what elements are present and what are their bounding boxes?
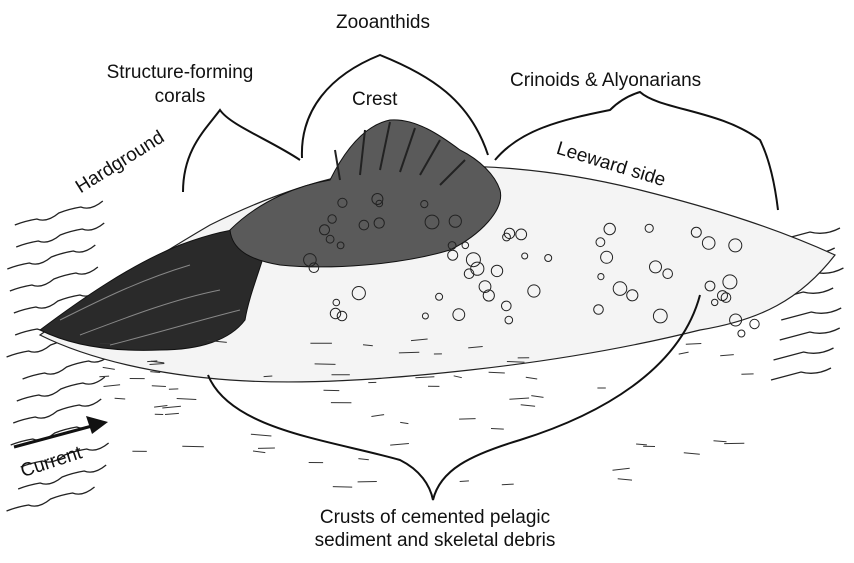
sediment-dash (253, 451, 265, 453)
flow-line (781, 308, 841, 320)
arrow-right-icon (14, 416, 108, 447)
sediment-dash (177, 399, 197, 400)
sediment-dash (720, 355, 734, 356)
sediment-dash (152, 386, 166, 387)
sediment-dash (459, 419, 476, 420)
flow-line (7, 245, 95, 269)
sediment-dash (502, 484, 514, 485)
crusts-label-line2: sediment and skeletal debris (215, 530, 655, 552)
sediment-dash (613, 468, 630, 470)
sediment-dash (399, 352, 419, 353)
sediment-dash (162, 406, 181, 408)
sediment-dash (371, 415, 384, 417)
sediment-dash (686, 344, 702, 345)
sediment-dash (679, 352, 689, 354)
sediment-dash (315, 364, 336, 365)
crusts-label-line1: Crusts of cemented pelagic (215, 507, 655, 529)
sediment-dash (460, 481, 469, 482)
flow-line (17, 377, 105, 401)
sediment-dash (251, 434, 272, 436)
sediment-dash (104, 385, 121, 387)
sediment-dash (182, 446, 204, 447)
flow-line (15, 201, 103, 225)
sediment-dash (531, 396, 543, 398)
sediment-dash (264, 376, 273, 377)
organism-circle (738, 330, 745, 337)
sediment-dash (115, 398, 126, 399)
flow-line (780, 328, 840, 340)
sediment-dash (509, 398, 529, 399)
crest-label: Crest (352, 89, 397, 111)
sediment-dash (636, 444, 647, 445)
structure-forming-label-line2: corals (60, 86, 300, 108)
flow-line (10, 267, 98, 291)
flow-line (23, 355, 111, 379)
structure-corals-bracket (183, 110, 300, 192)
flow-line (16, 223, 104, 247)
sediment-dash (333, 487, 352, 488)
sediment-dash (99, 376, 109, 377)
sediment-dash (415, 377, 434, 378)
crinoids-label: Crinoids & Alyonarians (510, 70, 701, 92)
flow-line (11, 421, 99, 445)
sediment-dash (147, 361, 157, 362)
structure-forming-label-line1: Structure-forming (60, 62, 300, 84)
sediment-dash (618, 479, 632, 480)
sediment-dash (489, 372, 505, 373)
sediment-dash (454, 376, 462, 378)
sediment-dash (684, 453, 700, 455)
flow-line (7, 487, 95, 511)
sediment-dash (714, 441, 727, 442)
flow-line (771, 368, 831, 380)
sediment-dash (103, 367, 115, 369)
sediment-dash (154, 406, 167, 408)
flow-line (774, 348, 834, 360)
sediment-dash (526, 377, 537, 379)
sediment-dash (165, 413, 179, 414)
sediment-dash (400, 422, 408, 423)
zooanthids-label: Zooanthids (323, 12, 443, 34)
sediment-dash (390, 444, 409, 446)
sediment-dash (491, 429, 504, 430)
sediment-dash (358, 459, 368, 460)
sediment-dash (521, 405, 535, 407)
organism-circle (750, 319, 759, 328)
